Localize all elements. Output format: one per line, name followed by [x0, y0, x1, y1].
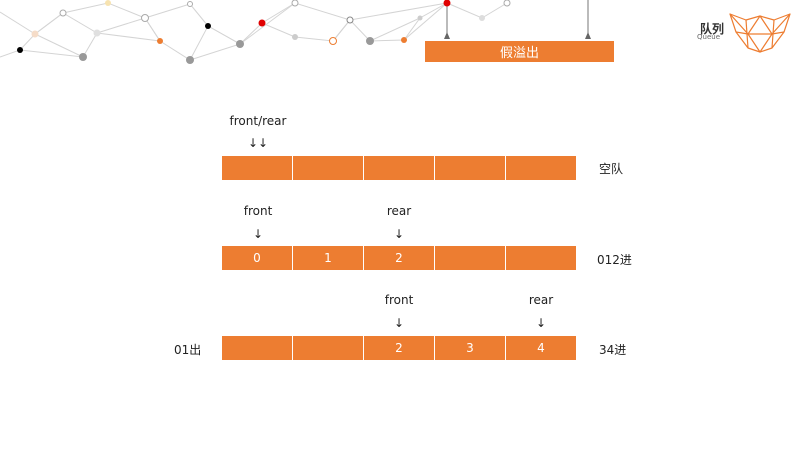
- queue-cell: [293, 156, 364, 180]
- logo-title: 队列: [700, 22, 725, 36]
- queue-cell: 4: [506, 336, 576, 360]
- queue-cell: 2: [364, 246, 435, 270]
- false-overflow-banner: 假溢出: [425, 41, 614, 62]
- rear-pointer-label: rear: [386, 204, 412, 218]
- rear-pointer-label: rear: [528, 293, 554, 307]
- dequeue-01-label: 01出: [174, 343, 202, 357]
- queue-cell: 0: [222, 246, 293, 270]
- queue-cell: [506, 156, 576, 180]
- rear-pointer-arrow: ↓: [393, 227, 405, 241]
- queue-cell: [435, 246, 506, 270]
- queue-cell: 3: [435, 336, 506, 360]
- queue-array-enqueued: 0 1 2: [222, 246, 576, 270]
- queue-array-empty: [222, 156, 576, 180]
- enqueue-012-label: 012进: [597, 253, 632, 267]
- enqueue-34-label: 34进: [599, 343, 627, 357]
- front-pointer-arrow: ↓: [252, 227, 264, 241]
- queue-cell: [222, 156, 293, 180]
- queue-cell: [364, 156, 435, 180]
- queue-cell: 2: [364, 336, 435, 360]
- empty-queue-label: 空队: [599, 162, 624, 176]
- queue-cell: 1: [293, 246, 364, 270]
- logo-subtitle: Queue: [697, 33, 720, 41]
- queue-array-false-overflow: 2 3 4: [222, 336, 576, 360]
- queue-cell: [222, 336, 293, 360]
- front-pointer-arrow: ↓: [393, 316, 405, 330]
- front-pointer-label: front: [384, 293, 414, 307]
- front-rear-pointer-label: front/rear: [229, 114, 287, 128]
- cat-logo-icon: [729, 13, 791, 53]
- queue-cell: [435, 156, 506, 180]
- rear-pointer-arrow: ↓: [535, 316, 547, 330]
- network-decoration: [0, 0, 591, 64]
- queue-cell: [506, 246, 576, 270]
- front-pointer-label: front: [243, 204, 273, 218]
- front-rear-pointer-arrow: ↓↓: [247, 136, 269, 150]
- queue-cell: [293, 336, 364, 360]
